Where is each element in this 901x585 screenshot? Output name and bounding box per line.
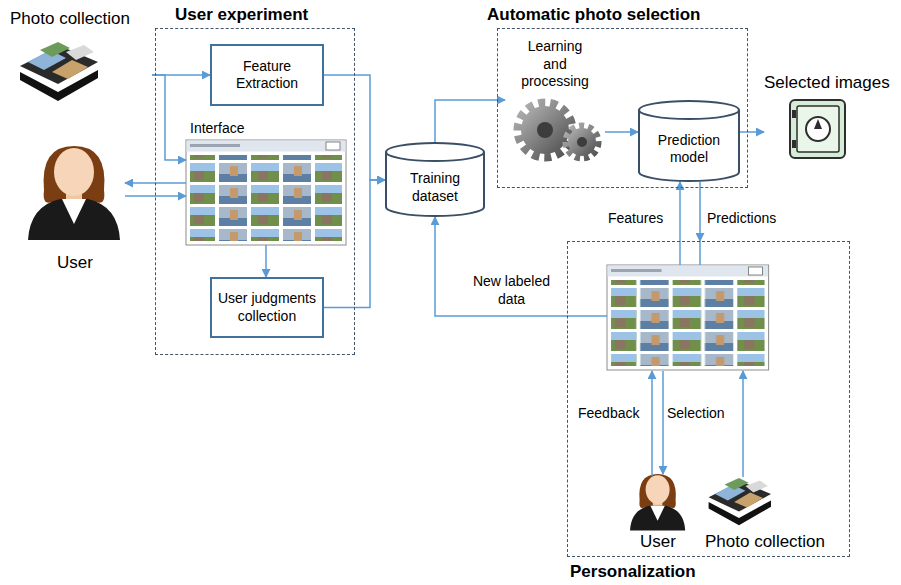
group-heading: Personalization bbox=[570, 561, 696, 582]
selection-arrow bbox=[662, 371, 664, 474]
connector-arrow bbox=[125, 182, 186, 184]
gears bbox=[518, 103, 598, 158]
personalization-screenshot bbox=[607, 265, 769, 370]
arrow-label: Selection bbox=[667, 404, 725, 422]
connector-arrow bbox=[125, 195, 186, 197]
wire bbox=[699, 241, 701, 265]
connector-arrow bbox=[740, 131, 764, 133]
connector-arrow bbox=[152, 75, 186, 160]
group-heading: Automatic photo selection bbox=[487, 4, 700, 25]
safe-body bbox=[790, 100, 845, 158]
interface-screen: Interface bbox=[186, 120, 346, 245]
wire bbox=[679, 241, 681, 265]
connector-arrow bbox=[699, 182, 701, 241]
group-box: PersonalizationUserPhoto collection bbox=[567, 241, 850, 557]
safe-icon bbox=[790, 100, 845, 158]
gear-teeth bbox=[566, 126, 598, 158]
connector-arrow bbox=[435, 100, 505, 142]
cylinder-rim bbox=[386, 152, 484, 161]
safe-icon: Selected images bbox=[764, 72, 897, 160]
interface-screenshot bbox=[186, 140, 346, 245]
node-label: User bbox=[640, 531, 676, 552]
gears: Learning and processing bbox=[505, 38, 605, 166]
hinge bbox=[792, 140, 796, 148]
node-label: Feature Extraction bbox=[216, 58, 318, 93]
photo-collection: Photo collection bbox=[10, 8, 152, 106]
safe-door bbox=[797, 106, 839, 152]
database-cylinder: Training dataset bbox=[385, 142, 485, 217]
node-label: User bbox=[57, 252, 93, 273]
node-label: Training dataset bbox=[399, 170, 471, 205]
arrow-label: Feedback bbox=[578, 404, 639, 422]
photo-collection: Photo collection bbox=[700, 470, 845, 552]
connector-arrow bbox=[324, 75, 385, 180]
node-label: Prediction model bbox=[651, 132, 727, 167]
edge-label: Features bbox=[608, 209, 663, 227]
wire bbox=[567, 315, 607, 317]
group-box: User experimentFeature ExtractionInterfa… bbox=[155, 28, 355, 355]
group-box: Automatic photo selectionLearning and pr… bbox=[497, 28, 748, 188]
user-figure bbox=[630, 474, 685, 530]
user-figure: User bbox=[25, 145, 125, 273]
wires bbox=[567, 241, 743, 477]
edge-label: Predictions bbox=[707, 209, 776, 227]
gear bbox=[568, 128, 596, 156]
dial bbox=[806, 117, 830, 141]
connector-arrow bbox=[605, 131, 638, 133]
connector-arrow bbox=[679, 182, 681, 241]
process-box: Feature Extraction bbox=[210, 44, 324, 106]
user-figure: User bbox=[618, 470, 698, 552]
gear-hub bbox=[577, 137, 587, 147]
user-figure bbox=[28, 146, 120, 240]
connector-arrow bbox=[265, 245, 267, 277]
group-heading: User experiment bbox=[175, 4, 308, 25]
node-label: Photo collection bbox=[10, 8, 130, 29]
photo-album bbox=[709, 478, 771, 525]
feedback-arrow bbox=[651, 371, 653, 476]
cylinder-body bbox=[386, 143, 484, 216]
cylinder-rim bbox=[639, 110, 739, 119]
gear-teeth bbox=[518, 103, 572, 157]
gear-hub bbox=[537, 122, 553, 138]
database-cylinder: Prediction model bbox=[638, 100, 740, 182]
hinge bbox=[792, 110, 796, 118]
node-label: Learning and processing bbox=[517, 38, 593, 91]
connector-arrow bbox=[435, 217, 567, 316]
gear bbox=[521, 106, 569, 154]
connector-arrow bbox=[324, 180, 385, 308]
dial-pointer bbox=[814, 119, 822, 129]
node-label: User judgments collection bbox=[216, 290, 318, 325]
process-box: User judgments collection bbox=[210, 277, 324, 338]
collection-arrow bbox=[742, 371, 744, 477]
node-label: Interface bbox=[190, 120, 244, 138]
photo-album bbox=[20, 42, 98, 101]
node-label: Photo collection bbox=[705, 531, 825, 552]
cylinder-body bbox=[639, 101, 739, 181]
node-label: Selected images bbox=[764, 72, 890, 93]
edge-label: New labeled data bbox=[464, 272, 559, 308]
